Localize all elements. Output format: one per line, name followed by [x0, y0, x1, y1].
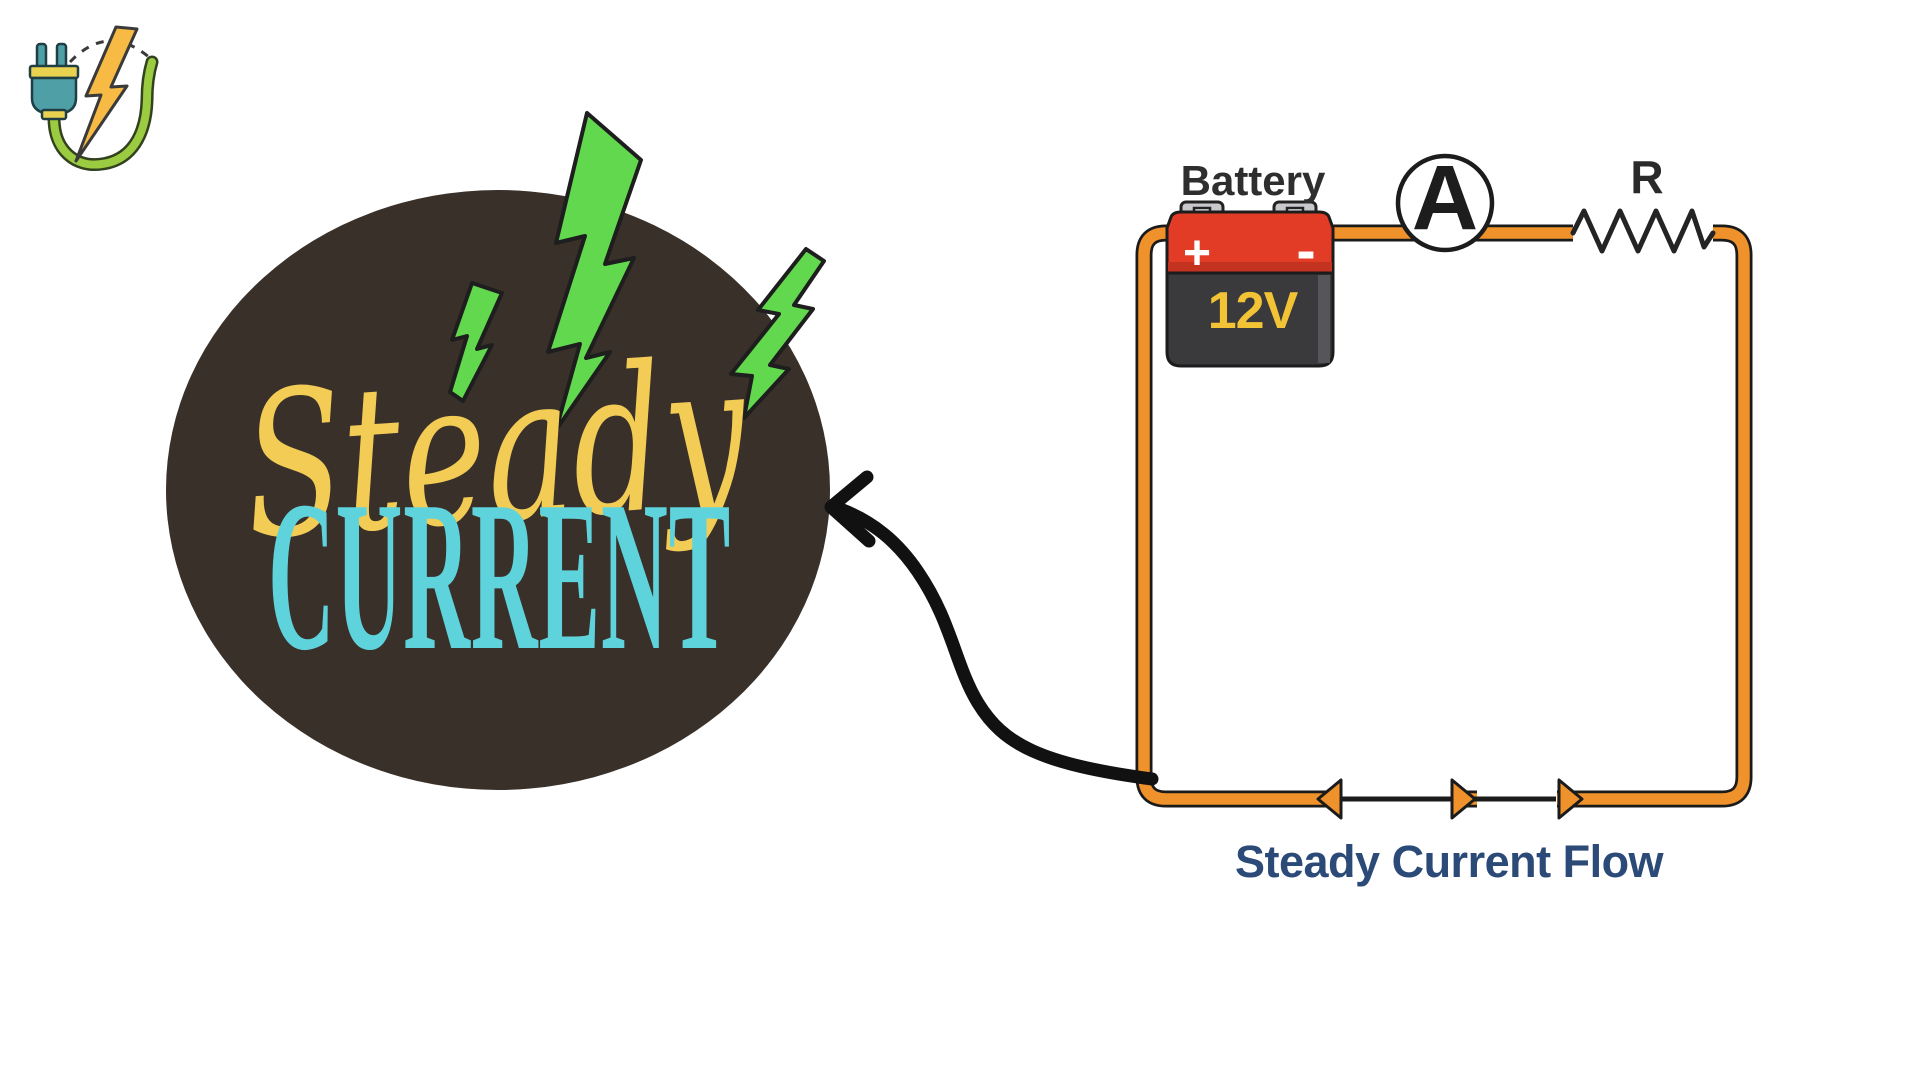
battery-voltage: 12V: [1207, 282, 1299, 340]
battery-icon: [1165, 200, 1335, 368]
ammeter-label: A: [1411, 147, 1479, 249]
current-arrow-right-icon: [1557, 778, 1584, 820]
lightning-bolt-small-icon: [448, 281, 504, 403]
plug-lightning-icon: [28, 25, 159, 172]
curved-arrow-icon: [824, 470, 1159, 786]
badge-word-caps: CURRENT: [268, 456, 732, 695]
plug-body: [30, 76, 78, 116]
lightning-bolt-right-icon: [729, 247, 826, 420]
battery-label: Battery: [1180, 157, 1326, 204]
circuit-caption: Steady Current Flow: [1235, 836, 1664, 887]
resistor-label: R: [1630, 151, 1664, 203]
cable: [50, 58, 156, 169]
battery-minus-sign: -: [1296, 218, 1316, 283]
current-arrow-left-icon: [1316, 778, 1343, 820]
current-arrow-right-icon: [1450, 778, 1477, 820]
resistor-symbol: [1570, 208, 1716, 254]
battery-plus-sign: +: [1182, 227, 1212, 280]
logo-bolt: [74, 25, 139, 163]
ammeter-icon: [1395, 153, 1495, 253]
lightning-bolt-icon: [546, 111, 643, 432]
badge-circle: [166, 190, 830, 790]
